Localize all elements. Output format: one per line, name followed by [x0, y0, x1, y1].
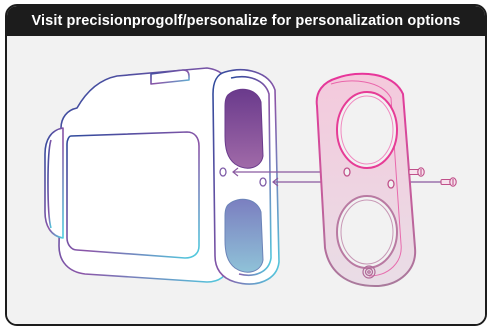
header-banner: Visit precisionprogolf/personalize for p… [7, 6, 485, 36]
illustration-card: Visit precisionprogolf/personalize for p… [5, 4, 487, 326]
header-text: Visit precisionprogolf/personalize for p… [32, 13, 461, 29]
faceplate-lower-opening [337, 196, 397, 268]
screw-lower [441, 178, 456, 186]
faceplate [317, 74, 415, 286]
illustration-stage [7, 36, 485, 324]
upper-lens [225, 89, 263, 168]
faceplate-upper-opening [337, 92, 397, 168]
screw-upper [409, 168, 424, 176]
faceplate-hole-right [388, 180, 394, 188]
screws [409, 168, 456, 186]
rangefinder-illustration [7, 36, 485, 324]
lower-lens [225, 199, 263, 272]
faceplate-hole-left [344, 168, 350, 176]
